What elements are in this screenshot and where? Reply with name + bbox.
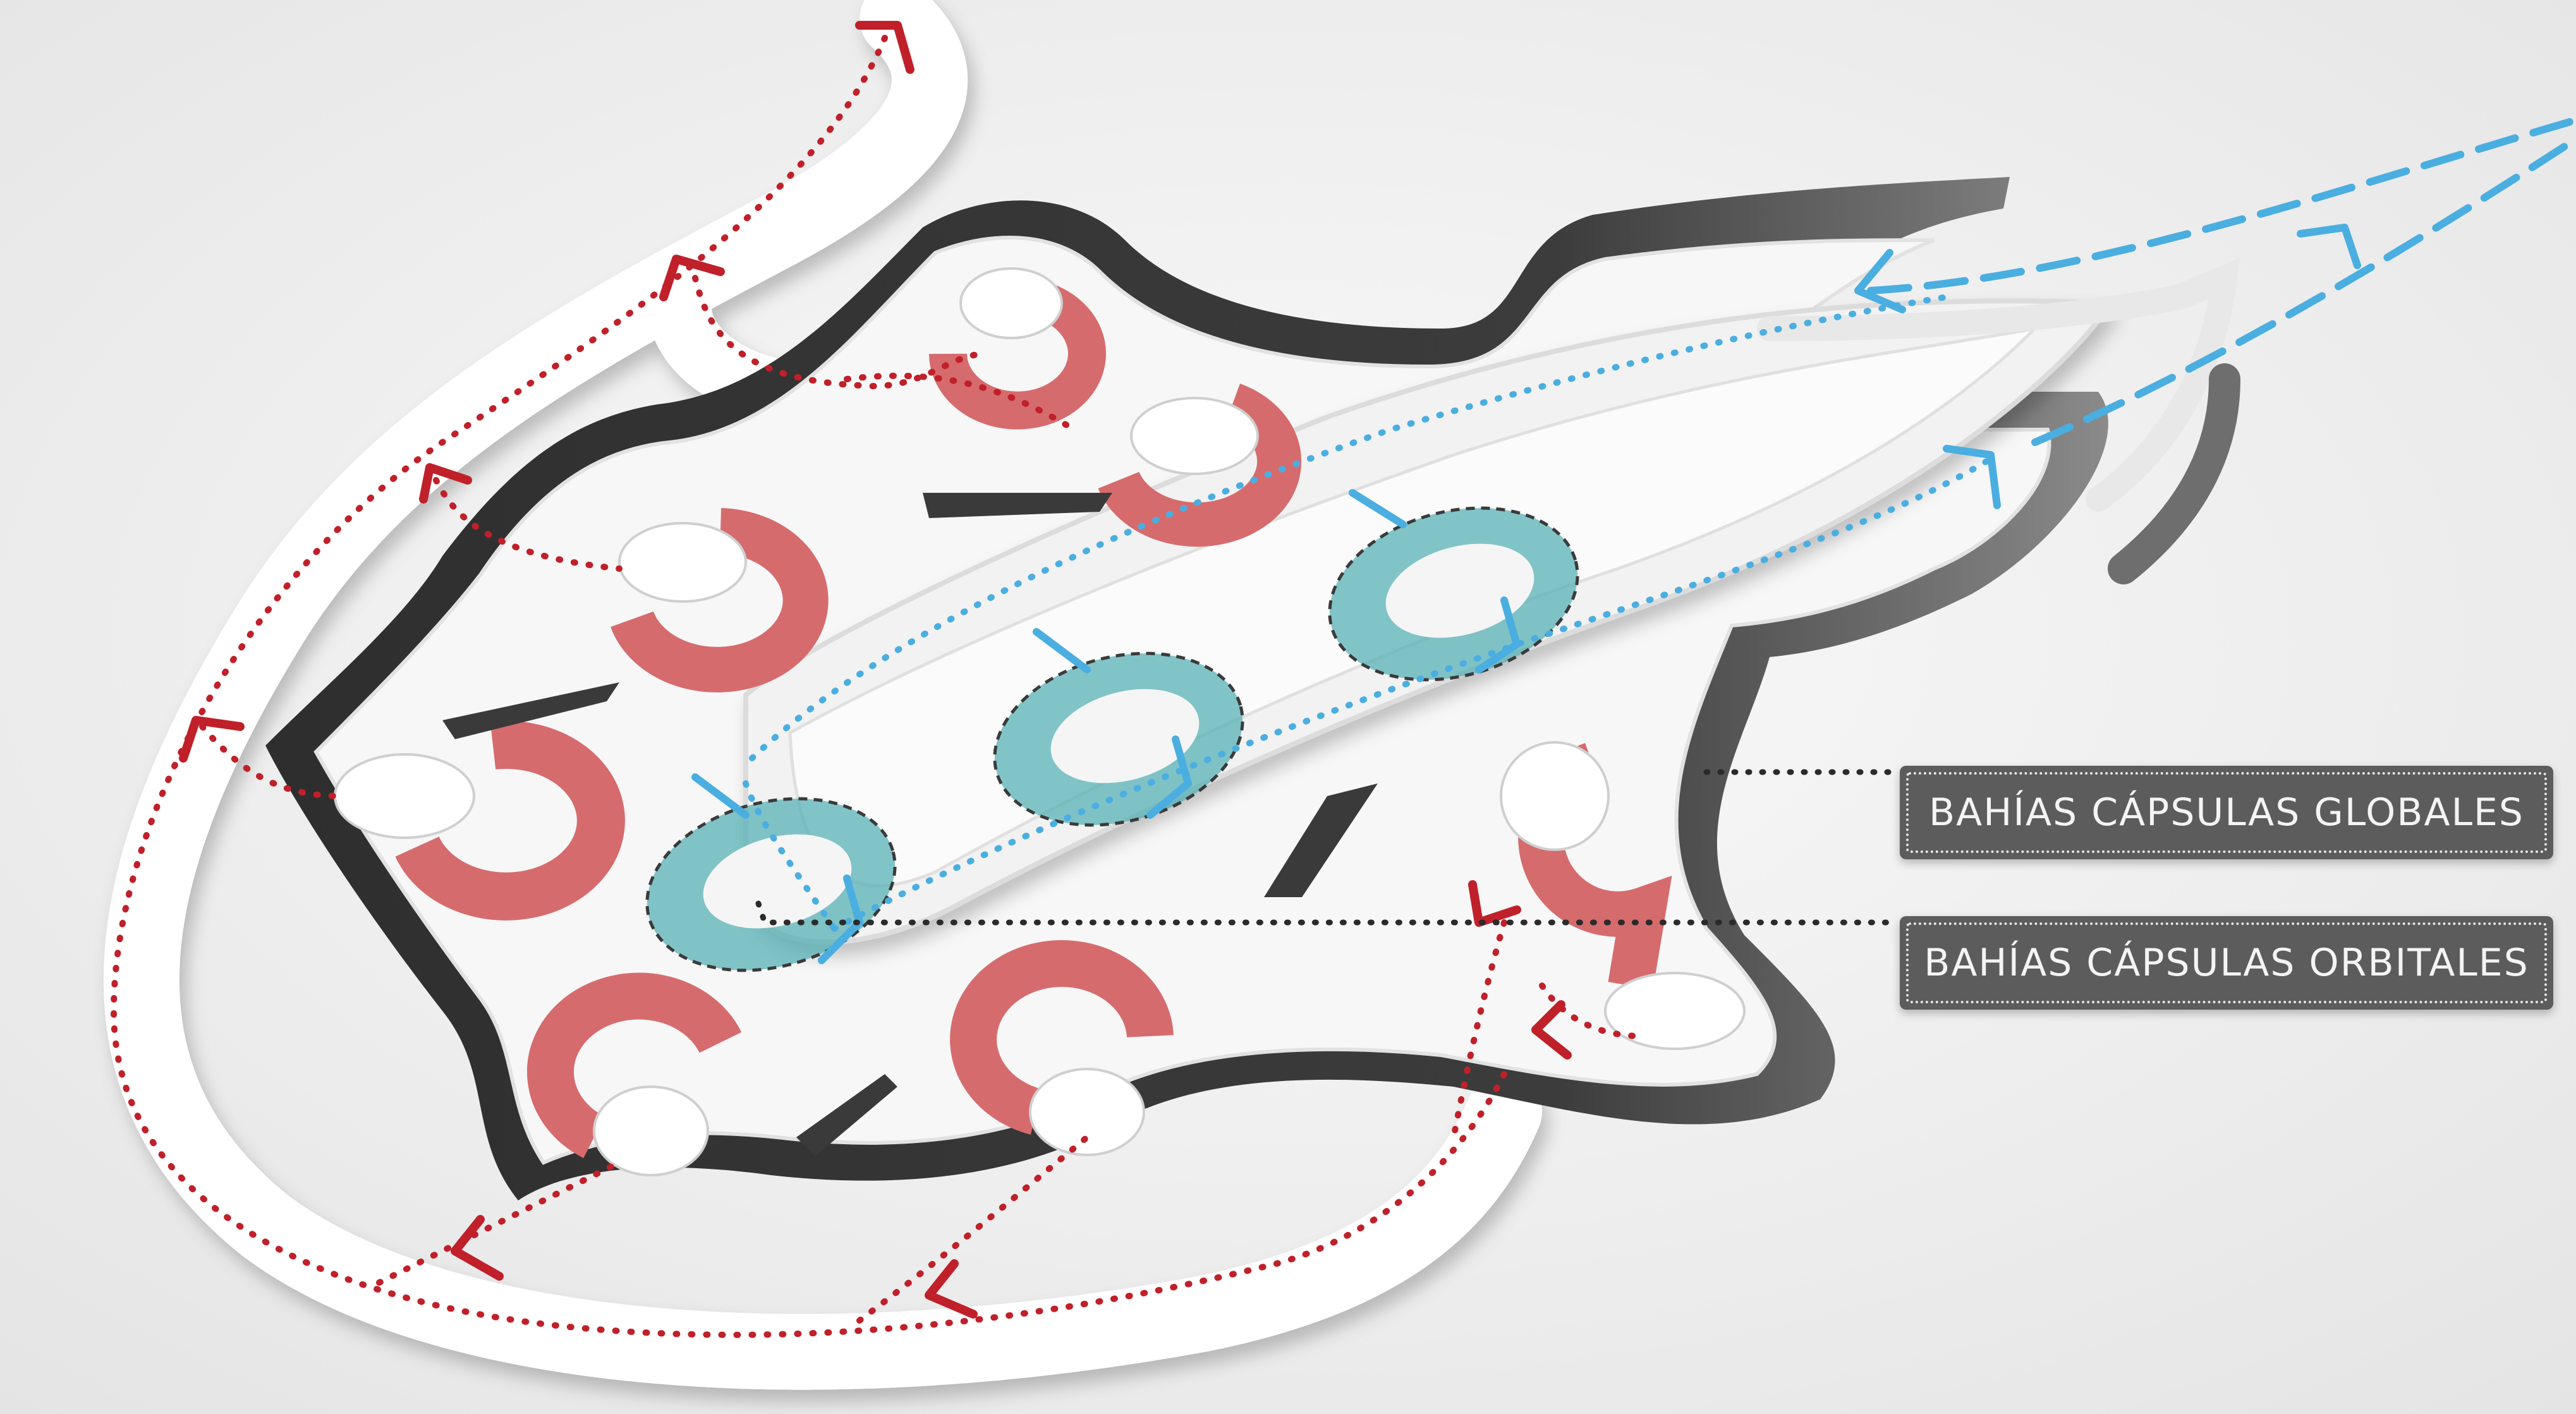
label-orbital-capsule-bays: BAHÍAS CÁPSULAS ORBITALES [1900,916,2553,1010]
label-global-capsule-bays: BAHÍAS CÁPSULAS GLOBALES [1900,766,2553,859]
label-global-capsule-bays-text: BAHÍAS CÁPSULAS GLOBALES [1929,790,2524,835]
label-orbital-capsule-bays-text: BAHÍAS CÁPSULAS ORBITALES [1924,941,2529,985]
